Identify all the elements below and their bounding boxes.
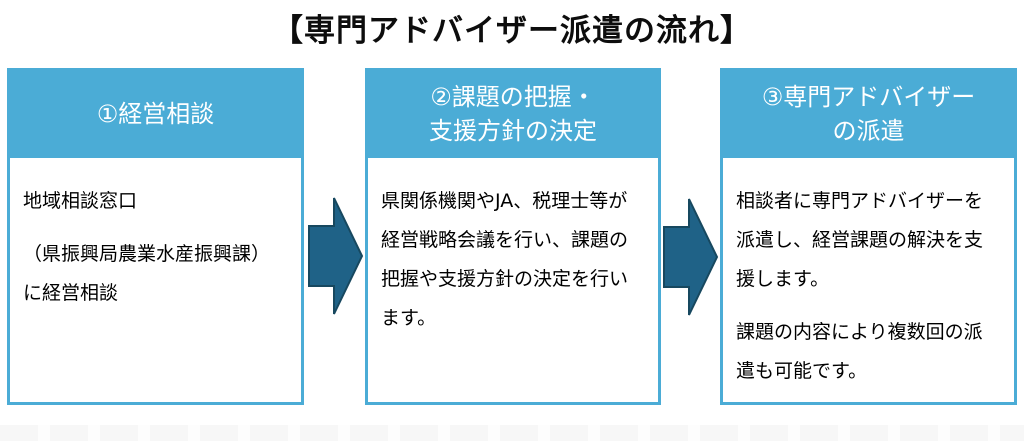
- step-3-header: ③専門アドバイザー の派遣: [723, 71, 1014, 158]
- flow-arrow-step1-to-step2-icon: [308, 197, 364, 315]
- step-3-body: 相談者に専門アドバイザーを派遣し、経営課題の解決を支援します。 課題の内容により…: [723, 158, 1014, 391]
- step-1-paragraph-1: 地域相談窓口: [23, 190, 138, 212]
- step-3-header-line-2: の派遣: [832, 116, 905, 145]
- step-box-2-kadai-haaku: ②課題の把握・ 支援方針の決定 県関係機関やJA、税理士等が経営戦略会議を行い、…: [365, 68, 661, 405]
- step-2-header: ②課題の把握・ 支援方針の決定: [368, 71, 658, 158]
- cutoff-text-artifact: [0, 425, 1024, 441]
- step-2-paragraph-1: 県関係機関やJA、税理士等が経営戦略会議を行い、課題の把握や支援方針の決定を行い…: [381, 190, 629, 329]
- step-1-body: 地域相談窓口 （県振興局農業水産振興課）に経営相談: [10, 158, 301, 313]
- step-3-paragraph-1: 相談者に専門アドバイザーを派遣し、経営課題の解決を支援します。: [736, 190, 984, 290]
- step-1-header-line-1: ①経営相談: [96, 99, 215, 128]
- step-2-header-line-1: ②課題の把握・: [430, 82, 596, 111]
- step-2-header-line-2: 支援方針の決定: [429, 116, 597, 145]
- page-title: 【専門アドバイザー派遣の流れ】: [272, 13, 752, 49]
- step-1-header: ①経営相談: [10, 71, 301, 158]
- step-2-body: 県関係機関やJA、税理士等が経営戦略会議を行い、課題の把握や支援方針の決定を行い…: [368, 158, 658, 338]
- step-3-paragraph-2: 課題の内容により複数回の派遣も可能です。: [736, 320, 983, 382]
- step-box-3-advisor-haken: ③専門アドバイザー の派遣 相談者に専門アドバイザーを派遣し、経営課題の解決を支…: [720, 68, 1017, 405]
- step-box-1-keiei-soudan: ①経営相談 地域相談窓口 （県振興局農業水産振興課）に経営相談: [7, 68, 304, 405]
- step-1-paragraph-2: （県振興局農業水産振興課）に経営相談: [23, 242, 271, 304]
- flow-arrow-step2-to-step3-icon: [663, 198, 719, 316]
- step-3-header-line-1: ③専門アドバイザー: [761, 82, 976, 111]
